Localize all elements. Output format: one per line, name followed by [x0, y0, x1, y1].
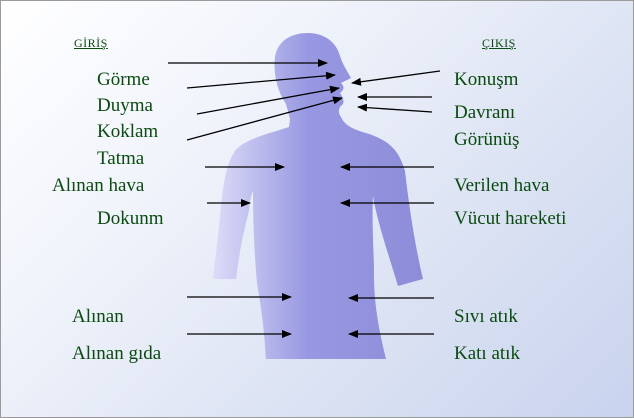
label-davrani: Davranı — [454, 102, 515, 124]
label-konusm: Konuşm — [454, 69, 518, 91]
label-duyma: Duyma — [97, 95, 153, 117]
label-alinan: Alınan — [72, 306, 124, 328]
human-body-silhouette — [213, 33, 423, 359]
label-kati-atik: Katı atık — [454, 343, 520, 365]
arrow-gorunus — [358, 107, 432, 112]
label-koklam: Koklam — [97, 121, 158, 143]
label-alinan-hava: Alınan hava — [52, 175, 144, 197]
arrow-konusm — [352, 71, 440, 83]
label-sivi-atik: Sıvı atık — [454, 306, 518, 328]
label-gorme: Görme — [97, 69, 150, 91]
label-dokunm: Dokunm — [97, 208, 164, 230]
label-gorunus: Görünüş — [454, 129, 519, 151]
output-header: ÇIKIŞ — [482, 36, 516, 51]
label-verilen-hava: Verilen hava — [454, 175, 549, 197]
label-alinan-gida: Alınan gıda — [72, 343, 161, 365]
label-tatma: Tatma — [97, 148, 144, 170]
input-header: GİRİŞ — [74, 36, 108, 51]
label-vucut-hareketi: Vücut hareketi — [454, 208, 566, 230]
